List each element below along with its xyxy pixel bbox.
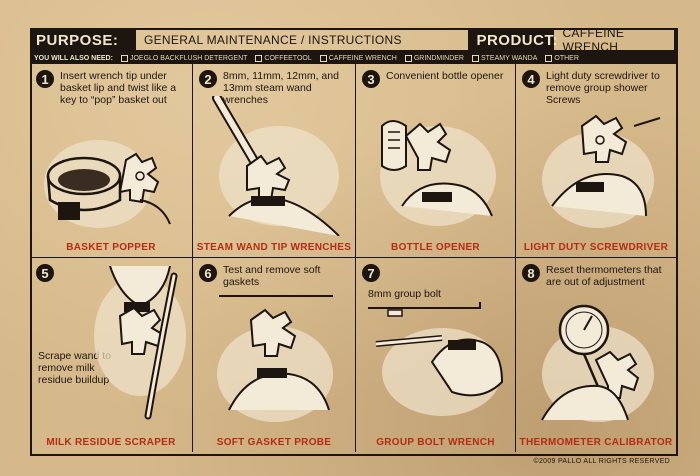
steam-wand-illustration xyxy=(212,96,340,236)
step-number: 3 xyxy=(362,70,380,88)
purpose-label: PURPOSE: xyxy=(30,28,136,52)
step-description: Reset thermometers that are out of adjus… xyxy=(546,264,662,288)
group-bolt-illustration xyxy=(368,302,504,416)
step-number: 2 xyxy=(199,70,217,88)
gasket-probe-illustration xyxy=(217,295,333,422)
step-caption: STEAM WAND TIP WRENCHES xyxy=(196,242,352,253)
product-label: PRODUCT: xyxy=(470,28,557,52)
step-description: Insert wrench tip under basket lip and t… xyxy=(60,70,177,106)
bottle-opener-illustration xyxy=(380,120,496,226)
checkbox-icon xyxy=(404,54,412,62)
step-description: Test and remove soft gaskets xyxy=(223,264,321,288)
panel-soft-gasket-probe: 6 Test and remove soft gaskets SOFT GASK… xyxy=(193,258,356,452)
panel-group-bolt-wrench: 7 8mm group bolt GROUP BOLT WRENCH xyxy=(356,258,516,452)
needs-item: STEAMY WANDA xyxy=(471,54,537,62)
copyright-footer: ©2009 PALLO ALL RIGHTS RESERVED xyxy=(533,458,670,465)
step-number: 7 xyxy=(362,264,380,282)
step-caption: GROUP BOLT WRENCH xyxy=(376,437,495,448)
step-caption: SOFT GASKET PROBE xyxy=(216,437,332,448)
step-number: 1 xyxy=(36,70,54,88)
needs-label: YOU WILL ALSO NEED: xyxy=(34,54,113,62)
step-number: 5 xyxy=(36,264,54,282)
screwdriver-illustration xyxy=(542,114,661,228)
panel-bottle-opener: 3 Convenient bottle opener BOTTLE OPENER xyxy=(356,64,516,258)
product-value: CAFFEINE WRENCH xyxy=(554,26,676,54)
purpose-value: GENERAL MAINTENANCE / INSTRUCTIONS xyxy=(135,28,471,52)
step-caption: THERMOMETER CALIBRATOR xyxy=(519,437,673,448)
step-description: Convenient bottle opener xyxy=(386,70,504,82)
checkbox-icon xyxy=(545,54,553,62)
step-caption: BOTTLE OPENER xyxy=(391,242,480,253)
panel-milk-residue-scraper: 5 Scrape wand to remove milk residue bui… xyxy=(30,258,193,452)
needs-item: JOEGLO BACKFLUSH DETERGENT xyxy=(120,54,247,62)
step-caption: BASKET POPPER xyxy=(66,242,156,253)
step-number: 4 xyxy=(522,70,540,88)
step-number: 6 xyxy=(199,264,217,282)
step-caption: LIGHT DUTY SCREWDRIVER xyxy=(523,242,669,253)
checkbox-icon xyxy=(255,54,263,62)
header-bar: PURPOSE: GENERAL MAINTENANCE / INSTRUCTI… xyxy=(30,26,676,54)
step-description: Light duty screwdriver to remove group s… xyxy=(546,70,660,106)
step-caption: MILK RESIDUE SCRAPER xyxy=(46,437,176,448)
milk-scraper-illustration xyxy=(94,266,186,420)
step-description: 8mm group bolt xyxy=(368,288,441,300)
needs-item: COFFEETOOL xyxy=(255,54,312,62)
checkbox-icon xyxy=(120,54,128,62)
panel-light-duty-screwdriver: 4 Light duty screwdriver to remove group… xyxy=(516,64,676,258)
panel-basket-popper: 1 Insert wrench tip under basket lip and… xyxy=(30,64,193,258)
needs-bar: YOU WILL ALSO NEED: JOEGLO BACKFLUSH DET… xyxy=(30,52,676,64)
basket-popper-illustration xyxy=(44,140,171,228)
step-description: 8mm, 11mm, 12mm, and 13mm steam wand wre… xyxy=(223,70,339,106)
step-number: 8 xyxy=(522,264,540,282)
panel-thermometer-calibrator: 8 Reset thermometers that are out of adj… xyxy=(516,258,676,452)
step-description: Scrape wand to remove milk residue build… xyxy=(38,350,111,386)
checkbox-icon xyxy=(471,54,479,62)
thermometer-illustration xyxy=(541,304,654,422)
checkbox-icon xyxy=(319,54,327,62)
needs-item: GRINDMINDER xyxy=(404,54,464,62)
needs-item: CAFFEINE WRENCH xyxy=(319,54,397,62)
needs-item: OTHER xyxy=(545,54,579,62)
panel-steam-wand-wrenches: 2 8mm, 11mm, 12mm, and 13mm steam wand w… xyxy=(193,64,356,258)
